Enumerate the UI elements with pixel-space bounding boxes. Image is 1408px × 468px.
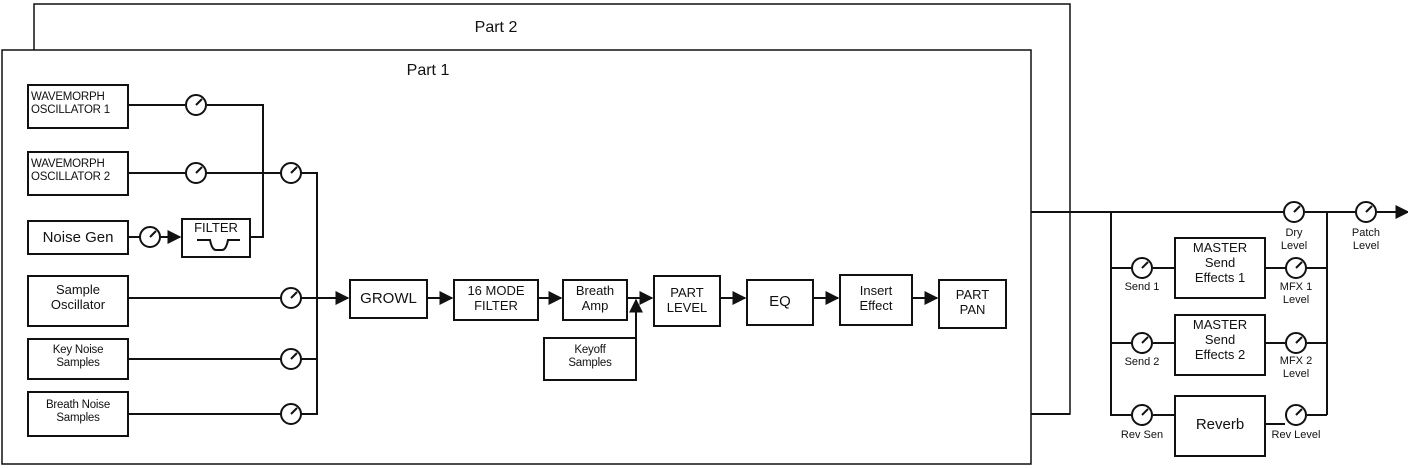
- send1-label: Send 1: [1124, 281, 1160, 293]
- mfx2-level-label: MFX 2 Level: [1279, 355, 1313, 380]
- reverb-box: [1174, 395, 1266, 457]
- mfx1-level-label: MFX 1 Level: [1279, 281, 1313, 306]
- keyoff-box: [543, 337, 637, 381]
- part1-title: Part 1: [406, 62, 450, 79]
- filter-label: FILTER: [194, 220, 238, 235]
- rev-level-label: Rev Level: [1271, 429, 1321, 441]
- keyoff-label: Keyoff Samples: [568, 344, 612, 370]
- patch-level-label: Patch Level: [1351, 227, 1381, 252]
- wavemorph2-label: WAVEMORPH OSCILLATOR 2: [31, 158, 110, 184]
- breath-noise-level-knob[interactable]: [280, 403, 302, 425]
- mfx1-level-knob[interactable]: [1285, 257, 1307, 279]
- part1-frame: [1, 49, 1032, 465]
- sample-osc-label: Sample Oscillator: [50, 282, 106, 312]
- growl-label: GROWL: [360, 290, 417, 307]
- noise-gen-level-knob[interactable]: [139, 226, 161, 248]
- patch-level-knob[interactable]: [1355, 201, 1377, 223]
- breath-amp-label: Breath Amp: [575, 283, 615, 313]
- filter-curve-icon: [197, 239, 240, 251]
- eq-label: EQ: [769, 293, 791, 310]
- insert-effect-label: Insert Effect: [859, 283, 893, 313]
- send-fx2-label: MASTER Send Effects 2: [1192, 317, 1248, 362]
- rev-sen-knob[interactable]: [1131, 404, 1153, 426]
- send2-label: Send 2: [1124, 356, 1160, 368]
- send-fx2-box: [1174, 314, 1266, 376]
- reverb-label: Reverb: [1195, 416, 1245, 433]
- key-noise-box: [27, 338, 129, 380]
- wavemorph1-label: WAVEMORPH OSCILLATOR 1: [31, 91, 110, 117]
- send-fx1-box: [1174, 237, 1266, 299]
- part-level-label: PART LEVEL: [666, 285, 708, 315]
- part2-title: Part 2: [474, 19, 518, 36]
- breath-amp-box: [562, 279, 628, 321]
- key-noise-label: Key Noise Samples: [52, 344, 104, 370]
- send1-knob[interactable]: [1131, 257, 1153, 279]
- send2-knob[interactable]: [1131, 332, 1153, 354]
- insert-effect-box: [839, 274, 913, 326]
- noise-gen-box: [27, 220, 129, 255]
- noise-gen-label: Noise Gen: [42, 229, 114, 246]
- sample-osc-box: [27, 275, 129, 327]
- key-noise-level-knob[interactable]: [280, 348, 302, 370]
- breath-noise-label: Breath Noise Samples: [45, 399, 111, 425]
- breath-noise-box: [27, 391, 129, 437]
- part-level-box: [653, 275, 721, 327]
- rev-level-knob[interactable]: [1285, 404, 1307, 426]
- part-pan-box: [938, 279, 1007, 329]
- mode-filter-box: [453, 279, 539, 321]
- mfx2-level-knob[interactable]: [1285, 332, 1307, 354]
- sample-osc-level-knob[interactable]: [280, 287, 302, 309]
- wavemorph2-level-knob[interactable]: [185, 162, 207, 184]
- wavemorph1-box: [27, 84, 129, 129]
- send-fx1-label: MASTER Send Effects 1: [1192, 240, 1248, 285]
- part-pan-label: PART PAN: [955, 287, 990, 317]
- eq-box: [746, 279, 814, 326]
- mode-filter-label: 16 MODE FILTER: [467, 283, 525, 313]
- dry-level-label: Dry Level: [1280, 227, 1308, 252]
- dry-level-knob[interactable]: [1283, 201, 1305, 223]
- rev-sen-label: Rev Sen: [1120, 429, 1164, 441]
- wavemorph1-level-knob[interactable]: [185, 94, 207, 116]
- osc-mix-knob[interactable]: [280, 162, 302, 184]
